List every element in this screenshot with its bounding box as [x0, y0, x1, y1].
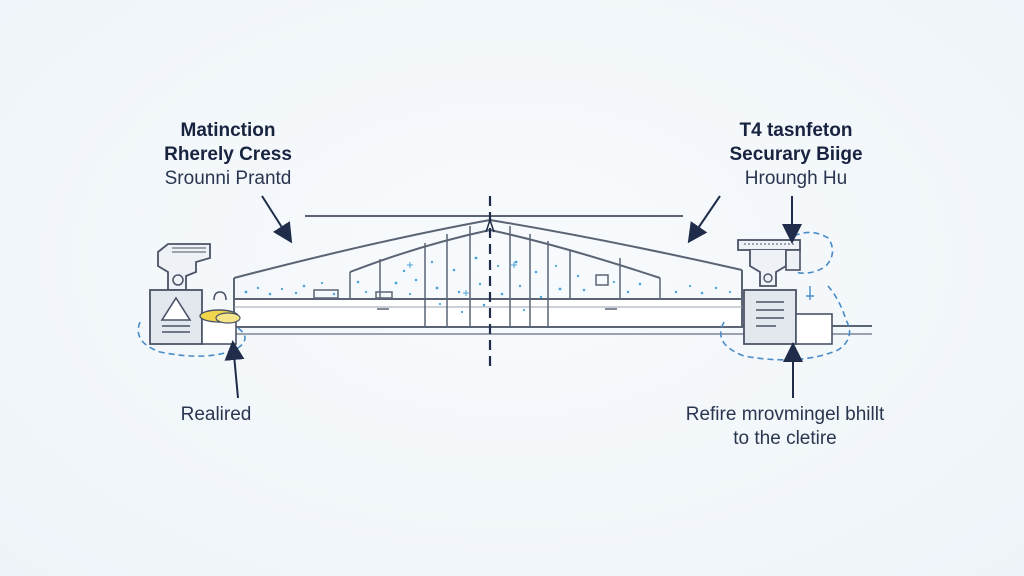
label-bottom-left: Realired: [168, 403, 264, 427]
crane-machine-icon: [737, 239, 801, 287]
label-top-right: T4 tasnfeton Securary Biige Hroungh Hu: [718, 119, 874, 191]
bridge-deck: [233, 298, 743, 328]
label-bottom-right-line2: to the cletire: [733, 428, 837, 449]
right-top-dashed-ring: [793, 231, 834, 274]
label-top-right-line1: T4 tasnfeton: [739, 120, 853, 141]
right-dashed-ground-ring: [719, 285, 851, 361]
callout-arrows: [224, 195, 803, 399]
label-top-left-line2: Rherely Cress: [164, 144, 292, 165]
label-bottom-right: Refire mrovmingel bhillt to the cletire: [660, 403, 910, 451]
center-axis: [485, 196, 495, 368]
label-top-left-line1: Matinction: [180, 120, 276, 141]
label-top-right-line3: Hroungh Hu: [744, 168, 848, 189]
bridge-roof: [233, 219, 743, 300]
glass-speckles: [244, 256, 732, 314]
left-machine: [137, 243, 246, 357]
arrow-bottom-left: [224, 340, 245, 399]
document-icon: [743, 289, 833, 345]
deck-windows: [313, 274, 609, 299]
label-bottom-right-line1: Refire mrovmingel bhillt: [685, 404, 885, 425]
arrow-top-right: [687, 195, 721, 244]
right-small-marker: [806, 286, 814, 300]
label-top-left-line3: Srounni Prantd: [164, 168, 292, 189]
label-top-left: Matinction Rherely Cress Srounni Prantd: [150, 119, 306, 191]
arrow-top-left: [261, 195, 293, 244]
crane-machine-icon: [157, 243, 211, 291]
paint-bucket-icon: [199, 291, 241, 345]
right-machine: [719, 231, 851, 361]
warning-triangle-icon: [149, 289, 203, 345]
label-top-right-line2: Securary Biige: [729, 144, 863, 165]
label-bottom-left-line1: Realired: [180, 404, 252, 425]
left-dashed-ground-ring: [137, 321, 246, 357]
bridge-hangers: [379, 226, 621, 326]
